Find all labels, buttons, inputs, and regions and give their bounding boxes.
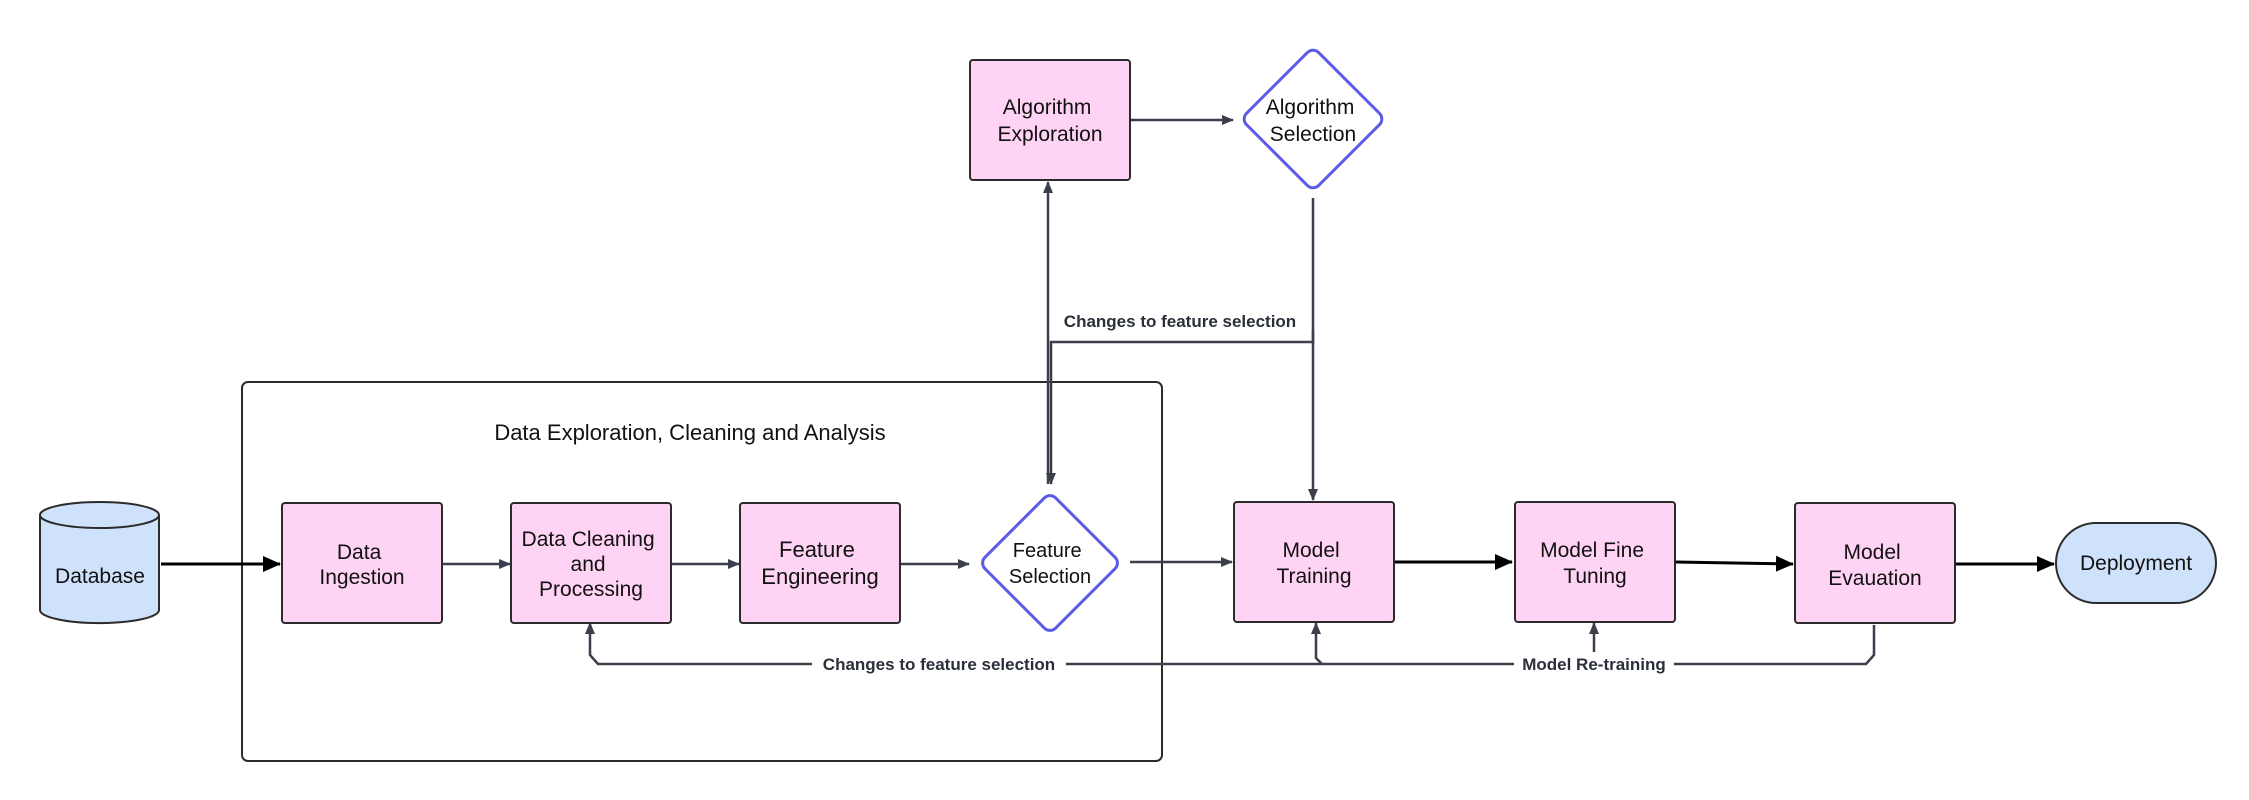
- svg-text:Model Fine Tuning: Model Fine Tuning: [1540, 539, 1650, 588]
- deployment-label: Deployment: [2080, 552, 2192, 575]
- database-label: Database: [55, 565, 145, 588]
- data-cleaning-node: Data Cleaning and Processing: [510, 502, 672, 624]
- edge-evaluation-feedback: [585, 622, 1876, 666]
- algorithm-selection-label-line1: Algorithm: [1266, 96, 1355, 119]
- edge-retraining-to-training: [1311, 622, 1323, 665]
- feature-engineering-node: Feature Engineering: [739, 502, 901, 624]
- svg-text:Feature Engineering: Feature Engineering: [761, 537, 878, 589]
- algorithm-selection-node: Algorithm Selection: [1242, 48, 1384, 190]
- feature-selection-label-line1: Feature: [1013, 540, 1082, 562]
- feature-selection-node: Feature Selection: [981, 494, 1119, 632]
- svg-text:Data Cleaning and: Data Cleaning and Processing: [522, 528, 661, 601]
- algorithm-selection-label-line2: Selection: [1270, 123, 1356, 146]
- data-cleaning-label-line2: and: [571, 553, 606, 576]
- algorithm-exploration-label-line1: Algorithm: [1003, 96, 1092, 119]
- data-cleaning-label-line3: Processing: [539, 578, 643, 601]
- feature-engineering-label-line2: Engineering: [761, 564, 878, 589]
- model-evaluation-node: Model Evauation: [1794, 502, 1956, 624]
- model-fine-tuning-node: Model Fine Tuning: [1514, 501, 1676, 623]
- algorithm-exploration-node: Algorithm Exploration: [969, 59, 1131, 181]
- svg-text:Model Evauation: Model Evauation: [1828, 541, 1921, 590]
- edge-label-feature-selection-top: Changes to feature selection: [1064, 312, 1296, 331]
- data-exploration-group: [241, 381, 1163, 762]
- deployment-node: Deployment: [2055, 522, 2217, 604]
- model-evaluation-label-line2: Evauation: [1828, 567, 1921, 590]
- data-ingestion-label-line2: Ingestion: [319, 566, 404, 589]
- feature-engineering-label-line1: Feature: [779, 537, 855, 562]
- database-node: Database: [39, 501, 160, 625]
- feature-selection-label-line2: Selection: [1009, 566, 1091, 588]
- data-ingestion-label-line1: Data: [337, 541, 382, 564]
- model-evaluation-label-line1: Model: [1843, 541, 1900, 564]
- edge-algselection-to-featureselection: [1046, 330, 1315, 485]
- model-fine-tuning-label-line2: Tuning: [1563, 565, 1626, 588]
- edge-label-feature-selection-bottom: Changes to feature selection: [823, 655, 1055, 674]
- edge-finetuning-to-evaluation: [1674, 555, 1794, 572]
- svg-text:Algorithm Exploration: Algorithm Exploration: [997, 96, 1102, 146]
- algorithm-exploration-label-line2: Exploration: [997, 123, 1102, 146]
- group-label: Data Exploration, Cleaning and Analysis: [494, 420, 885, 445]
- model-fine-tuning-label-line1: Model Fine: [1540, 539, 1644, 562]
- svg-text:Model Training: Model Training: [1276, 539, 1351, 588]
- svg-text:Data Ingestion: Data Ingestion: [319, 541, 404, 589]
- model-training-label-line2: Training: [1276, 565, 1351, 588]
- data-cleaning-label-line1: Data Cleaning: [522, 528, 655, 551]
- edge-label-model-retraining: Model Re-training: [1522, 655, 1666, 674]
- svg-text:Algorithm Selection: Algorithm Selection: [1266, 96, 1361, 146]
- model-training-node: Model Training: [1233, 501, 1395, 623]
- model-training-label-line1: Model: [1282, 539, 1339, 562]
- svg-text:Feature Selection: Feature Selection: [1009, 540, 1091, 588]
- data-ingestion-node: Data Ingestion: [281, 502, 443, 624]
